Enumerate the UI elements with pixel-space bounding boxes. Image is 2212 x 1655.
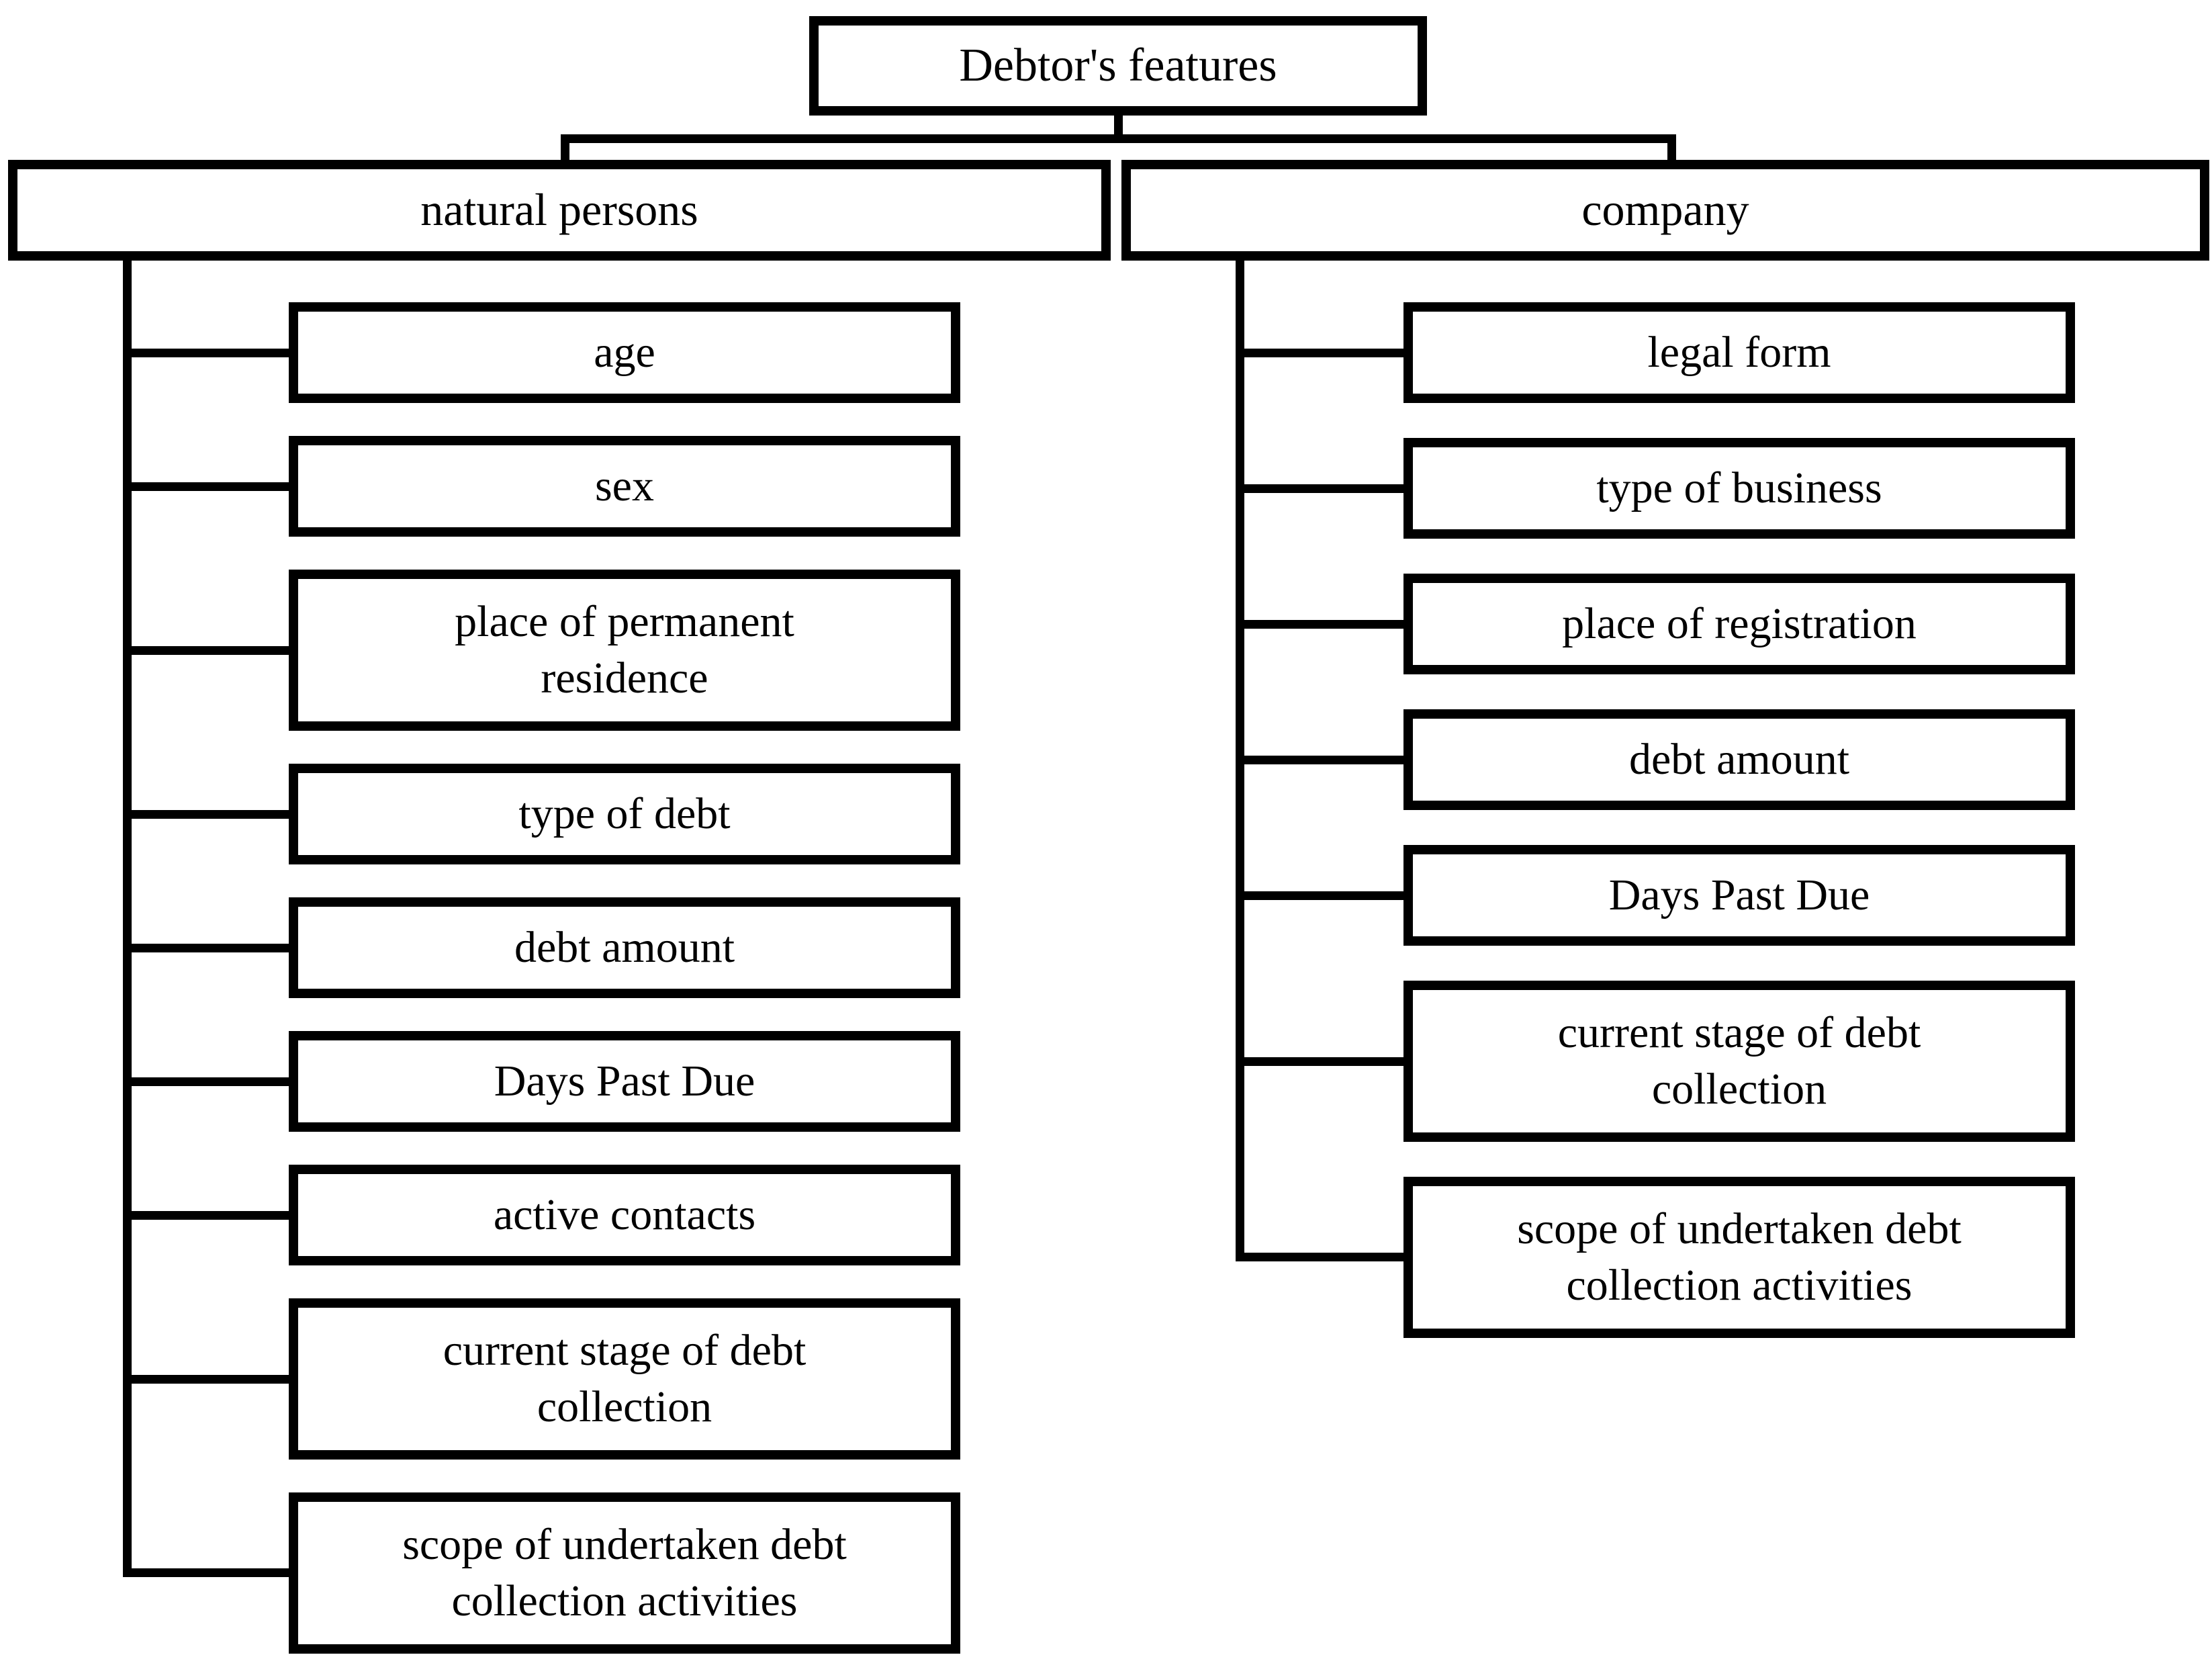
node-type-of-debt-label: type of debt (518, 789, 731, 838)
connector-stub-age (123, 349, 291, 357)
node-debt-amount-company: debt amount (1403, 709, 2075, 810)
node-natural-persons: natural persons (8, 160, 1111, 261)
node-place-of-permanent-residence: place of permanent residence (289, 570, 960, 731)
node-current-stage-company: current stage of debt collection (1403, 981, 2075, 1142)
connector-drop-company (1667, 134, 1676, 167)
node-company: company (1121, 160, 2209, 261)
node-place-of-registration: place of registration (1403, 574, 2075, 674)
connector-stub-current-stage-right (1236, 1057, 1403, 1066)
connector-stub-debt-amount-left (123, 944, 291, 952)
node-days-past-due-natural-persons-label: Days Past Due (494, 1056, 755, 1106)
node-scope-company-label: scope of undertaken debt collection acti… (1517, 1204, 1962, 1310)
connector-stub-type-of-debt (123, 810, 291, 819)
connector-drop-natural-persons (561, 134, 569, 167)
connector-stub-scope-left (123, 1568, 291, 1577)
node-type-of-business-label: type of business (1596, 463, 1882, 512)
connector-stub-place-of-registration (1236, 620, 1403, 629)
node-type-of-debt: type of debt (289, 764, 960, 864)
node-current-stage-natural-persons-label: current stage of debt collection (443, 1325, 807, 1431)
node-place-of-permanent-residence-label: place of permanent residence (455, 596, 794, 703)
connector-stub-type-of-business (1236, 484, 1403, 493)
connector-stub-sex (123, 482, 291, 491)
node-current-stage-company-label: current stage of debt collection (1557, 1008, 1921, 1114)
node-active-contacts: active contacts (289, 1165, 960, 1265)
node-natural-persons-label: natural persons (420, 184, 698, 236)
connector-stub-active-contacts (123, 1211, 291, 1220)
connector-trunk-natural-persons (123, 259, 132, 1577)
node-type-of-business: type of business (1403, 438, 2075, 539)
connector-stub-days-past-due-left (123, 1077, 291, 1086)
node-sex: sex (289, 436, 960, 537)
node-days-past-due-natural-persons: Days Past Due (289, 1031, 960, 1132)
node-legal-form-label: legal form (1647, 327, 1831, 377)
node-days-past-due-company-label: Days Past Due (1608, 870, 1870, 920)
node-debtors-features: Debtor's features (809, 16, 1427, 116)
node-company-label: company (1581, 184, 1749, 236)
node-debt-amount-natural-persons-label: debt amount (514, 922, 735, 972)
node-scope-natural-persons-label: scope of undertaken debt collection acti… (402, 1519, 847, 1625)
node-age: age (289, 302, 960, 403)
node-debtors-features-label: Debtor's features (959, 40, 1277, 92)
node-current-stage-natural-persons: current stage of debt collection (289, 1298, 960, 1460)
node-legal-form: legal form (1403, 302, 2075, 403)
node-sex-label: sex (595, 461, 654, 510)
node-scope-natural-persons: scope of undertaken debt collection acti… (289, 1492, 960, 1654)
node-days-past-due-company: Days Past Due (1403, 845, 2075, 946)
connector-stub-days-past-due-right (1236, 891, 1403, 900)
node-debt-amount-natural-persons: debt amount (289, 897, 960, 998)
node-debt-amount-company-label: debt amount (1628, 734, 1850, 784)
connector-root-horizontal (561, 134, 1676, 143)
connector-stub-current-stage-left (123, 1375, 291, 1384)
node-place-of-registration-label: place of registration (1562, 598, 1917, 648)
node-scope-company: scope of undertaken debt collection acti… (1403, 1177, 2075, 1338)
connector-stub-place-of-permanent-residence (123, 646, 291, 655)
connector-stub-scope-right (1236, 1253, 1403, 1261)
connector-stub-debt-amount-right (1236, 756, 1403, 764)
node-age-label: age (594, 327, 655, 377)
node-active-contacts-label: active contacts (493, 1190, 756, 1239)
connector-stub-legal-form (1236, 349, 1403, 357)
